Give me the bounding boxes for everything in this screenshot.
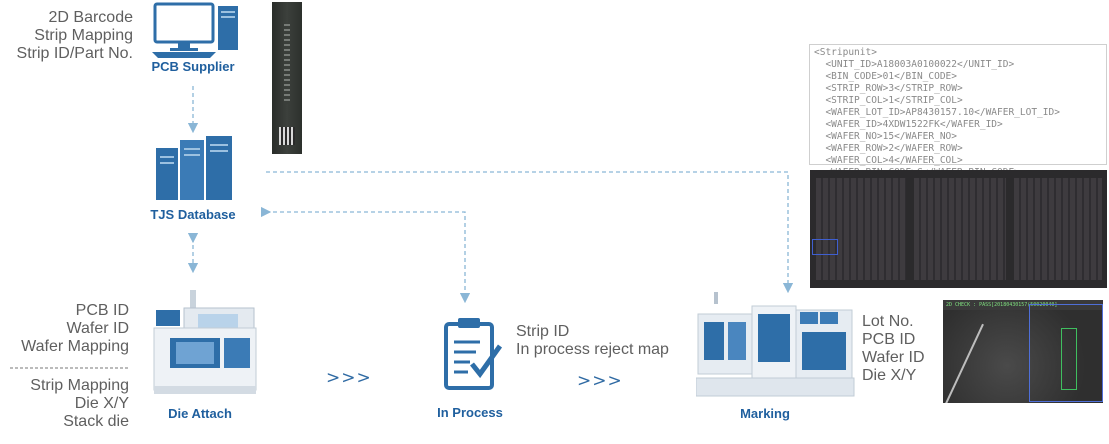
- marking-machine-icon: [696, 292, 855, 397]
- flow-chevrons-1: >>>: [326, 368, 372, 388]
- marking-data-line: Die X/Y: [862, 367, 917, 384]
- roi-box: [1029, 304, 1103, 402]
- xml-record-panel: <Stripunit> <UNIT_ID>A18003A0100022</UNI…: [809, 44, 1107, 178]
- inprocess-data-line: Strip ID: [516, 323, 570, 340]
- marking-data-line: Lot No.: [862, 313, 914, 330]
- xml-line: <WAFER_COL>4</WAFER_COL>: [814, 155, 963, 166]
- marking-data-line: Wafer ID: [862, 349, 925, 366]
- xml-line: <Stripunit>: [814, 47, 877, 58]
- dieattach-label: Die Attach: [168, 406, 232, 421]
- barcode-icon: [279, 127, 295, 145]
- dieattach-input-line: PCB ID: [75, 302, 129, 319]
- inspection-caption: 2D CHECK : PASS[20180430157(50020040]: [946, 302, 1058, 308]
- dieattach-input-line: Strip Mapping: [30, 377, 129, 394]
- dieattach-input-line: Die X/Y: [74, 395, 129, 412]
- supplier-data-line: Strip Mapping: [34, 27, 133, 44]
- detected-code-box: [1061, 328, 1077, 390]
- die-attach-machine-icon: [153, 290, 257, 394]
- marking-data-line: PCB ID: [862, 331, 916, 348]
- xml-line: <WAFER_NO>15</WAFER_NO>: [814, 131, 957, 142]
- xml-line: <STRIP_ROW>3</STRIP_ROW>: [814, 83, 963, 94]
- selection-highlight: [812, 239, 838, 255]
- dieattach-input-line: Wafer Mapping: [21, 338, 129, 355]
- strip-map-photo: [810, 170, 1107, 288]
- server-icon: [156, 136, 232, 200]
- supplier-data-line: 2D Barcode: [48, 9, 134, 26]
- marking-label: Marking: [740, 406, 790, 421]
- clipboard-check-icon: [444, 318, 503, 390]
- dieattach-input-line: Stack die: [63, 413, 129, 430]
- inspection-photo: 2D CHECK : PASS[20180430157(50020040]: [943, 300, 1103, 403]
- inprocess-data-line: In process reject map: [516, 341, 669, 358]
- xml-line: <WAFER_ROW>2</WAFER_ROW>: [814, 143, 963, 154]
- supplier-label: PCB Supplier: [151, 59, 235, 74]
- dieattach-input-line: Wafer ID: [66, 320, 129, 337]
- xml-line: <WAFER_LOT_ID>AP8430157.10</WAFER_LOT_ID…: [814, 107, 1060, 118]
- flow-chevrons-2: >>>: [577, 371, 623, 391]
- supplier-data-list: 2D Barcode Strip Mapping Strip ID/Part N…: [0, 9, 133, 63]
- inprocess-data-list: Strip ID In process reject map: [516, 323, 696, 359]
- supplier-data-line: Strip ID/Part No.: [16, 45, 133, 62]
- dieattach-inputs-top: PCB ID Wafer ID Wafer Mapping: [0, 302, 129, 356]
- inprocess-label: In Process: [437, 405, 503, 420]
- xml-line: <UNIT_ID>A18003A0100022</UNIT_ID>: [814, 59, 1015, 70]
- xml-line: <STRIP_COL>1</STRIP_COL>: [814, 95, 963, 106]
- connector-database-marking: [266, 171, 794, 294]
- marking-data-list: Lot No. PCB ID Wafer ID Die X/Y: [862, 313, 942, 385]
- database-label: TJS Database: [150, 207, 236, 222]
- dieattach-inputs-bottom: Strip Mapping Die X/Y Stack die: [0, 377, 129, 431]
- xml-line: <WAFER_ID>4XDW1522FK</WAFER_ID>: [814, 119, 1003, 130]
- connector-database-inprocess: [260, 206, 471, 304]
- pcb-strip-image: [272, 2, 302, 154]
- xml-line: <BIN_CODE>01</BIN_CODE>: [814, 71, 957, 82]
- computer-icon: [152, 2, 238, 58]
